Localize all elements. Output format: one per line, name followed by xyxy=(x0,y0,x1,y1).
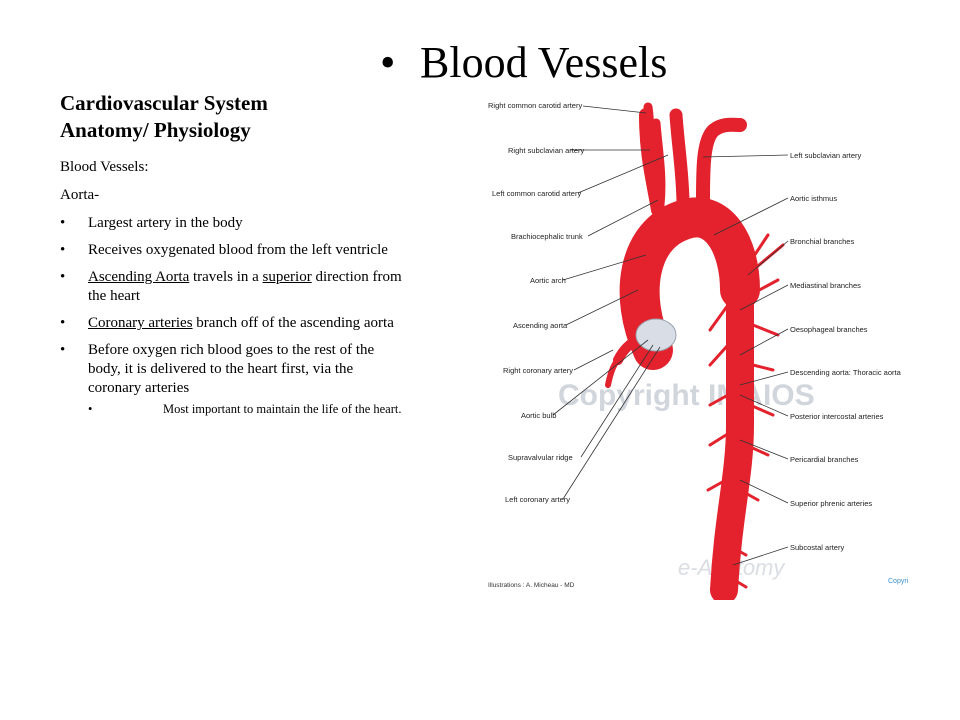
bullet-list: • Largest artery in the body • Receives … xyxy=(60,214,405,418)
watermark-text: Copyright IMAIOS xyxy=(558,379,815,412)
aortic-bulb-shape xyxy=(635,318,677,352)
bullet-icon: • xyxy=(60,315,66,331)
bullet-text: Before oxygen rich blood goes to the res… xyxy=(88,342,375,396)
aorta-diagram: Copyright IMAIOS e-Anatomy xyxy=(488,101,909,604)
label-pericardial-branches: Pericardial branches xyxy=(790,455,859,464)
label-left-subclavian: Left subclavian artery xyxy=(790,151,862,160)
label-bronchial-branches: Bronchial branches xyxy=(790,237,854,246)
slide-body: Blood Vessels: Aorta- • Largest artery i… xyxy=(60,158,405,426)
label-brachiocephalic-trunk: Brachiocephalic trunk xyxy=(511,232,583,241)
bullet-text: Receives oxygenated blood from the left … xyxy=(88,242,388,258)
section-heading: Cardiovascular System Anatomy/ Physiolog… xyxy=(60,90,390,144)
list-item: • Before oxygen rich blood goes to the r… xyxy=(60,341,405,418)
leader-lines xyxy=(552,105,789,566)
labels-right: Left subclavian artery Aortic isthmus Br… xyxy=(790,151,902,552)
label-ascending-aorta: Ascending aorta xyxy=(513,321,568,330)
label-aortic-arch: Aortic arch xyxy=(530,276,566,285)
bullet-icon: • xyxy=(60,242,66,258)
aorta-shape xyxy=(605,102,785,604)
list-item: • Receives oxygenated blood from the lef… xyxy=(60,241,405,260)
topic-label: Aorta- xyxy=(60,187,100,203)
label-right-subclavian: Right subclavian artery xyxy=(508,146,585,155)
heading-line-1: Cardiovascular System xyxy=(60,91,268,115)
label-right-common-carotid: Right common carotid artery xyxy=(488,101,582,110)
label-left-common-carotid: Left common carotid artery xyxy=(492,189,581,198)
label-supravalvular-ridge: Supravalvular ridge xyxy=(508,453,573,462)
illustration-credit: Illustrations : A. Micheau - MD xyxy=(488,582,575,589)
bullet-text: branch off of the ascending aorta xyxy=(192,315,394,331)
bullet-icon: • xyxy=(60,269,66,285)
title-text: Blood Vessels xyxy=(420,38,668,87)
label-descending-aorta: Descending aorta: Thoracic aorta xyxy=(790,368,902,377)
sub-bullet-text: Most important to maintain the life of t… xyxy=(163,402,402,416)
underlined-term: Ascending Aorta xyxy=(88,269,190,285)
label-aortic-bulb: Aortic bulb xyxy=(521,411,556,420)
label-superior-phrenic: Superior phrenic arteries xyxy=(790,499,872,508)
subheading: Blood Vessels: xyxy=(60,159,149,175)
underlined-term: Coronary arteries xyxy=(88,315,193,331)
underlined-term: superior xyxy=(262,269,312,285)
bullet-text: travels in a xyxy=(189,269,263,285)
label-oesophageal-branches: Oesophageal branches xyxy=(790,325,868,334)
list-item: • Largest artery in the body xyxy=(60,214,405,233)
bullet-icon: • xyxy=(60,342,66,358)
list-item: • Coronary arteries branch off of the as… xyxy=(60,314,405,333)
label-left-coronary: Left coronary artery xyxy=(505,495,570,504)
label-aortic-isthmus: Aortic isthmus xyxy=(790,194,837,203)
bullet-text: direction from the heart xyxy=(88,269,402,304)
label-posterior-intercostal: Posterior intercostal arteries xyxy=(790,412,884,421)
label-subcostal-artery: Subcostal artery xyxy=(790,543,844,552)
heading-line-2: Anatomy/ Physiology xyxy=(60,118,251,142)
bullet-icon: • xyxy=(88,402,93,416)
list-item: • Ascending Aorta travels in a superior … xyxy=(60,268,405,306)
bullet-icon: • xyxy=(60,215,66,231)
slide-title: • Blood Vessels xyxy=(380,38,667,88)
bullet-text: Largest artery in the body xyxy=(88,215,243,231)
aorta-illustration: Copyright IMAIOS e-Anatomy xyxy=(478,95,920,604)
sub-bullet: • Most important to maintain the life of… xyxy=(88,400,405,418)
labels-left: Right common carotid artery Right subcla… xyxy=(488,101,585,504)
copyright-corner: Copyri xyxy=(888,578,909,585)
title-bullet: • xyxy=(380,38,396,87)
label-right-coronary: Right coronary artery xyxy=(503,366,573,375)
label-mediastinal-branches: Mediastinal branches xyxy=(790,281,861,290)
